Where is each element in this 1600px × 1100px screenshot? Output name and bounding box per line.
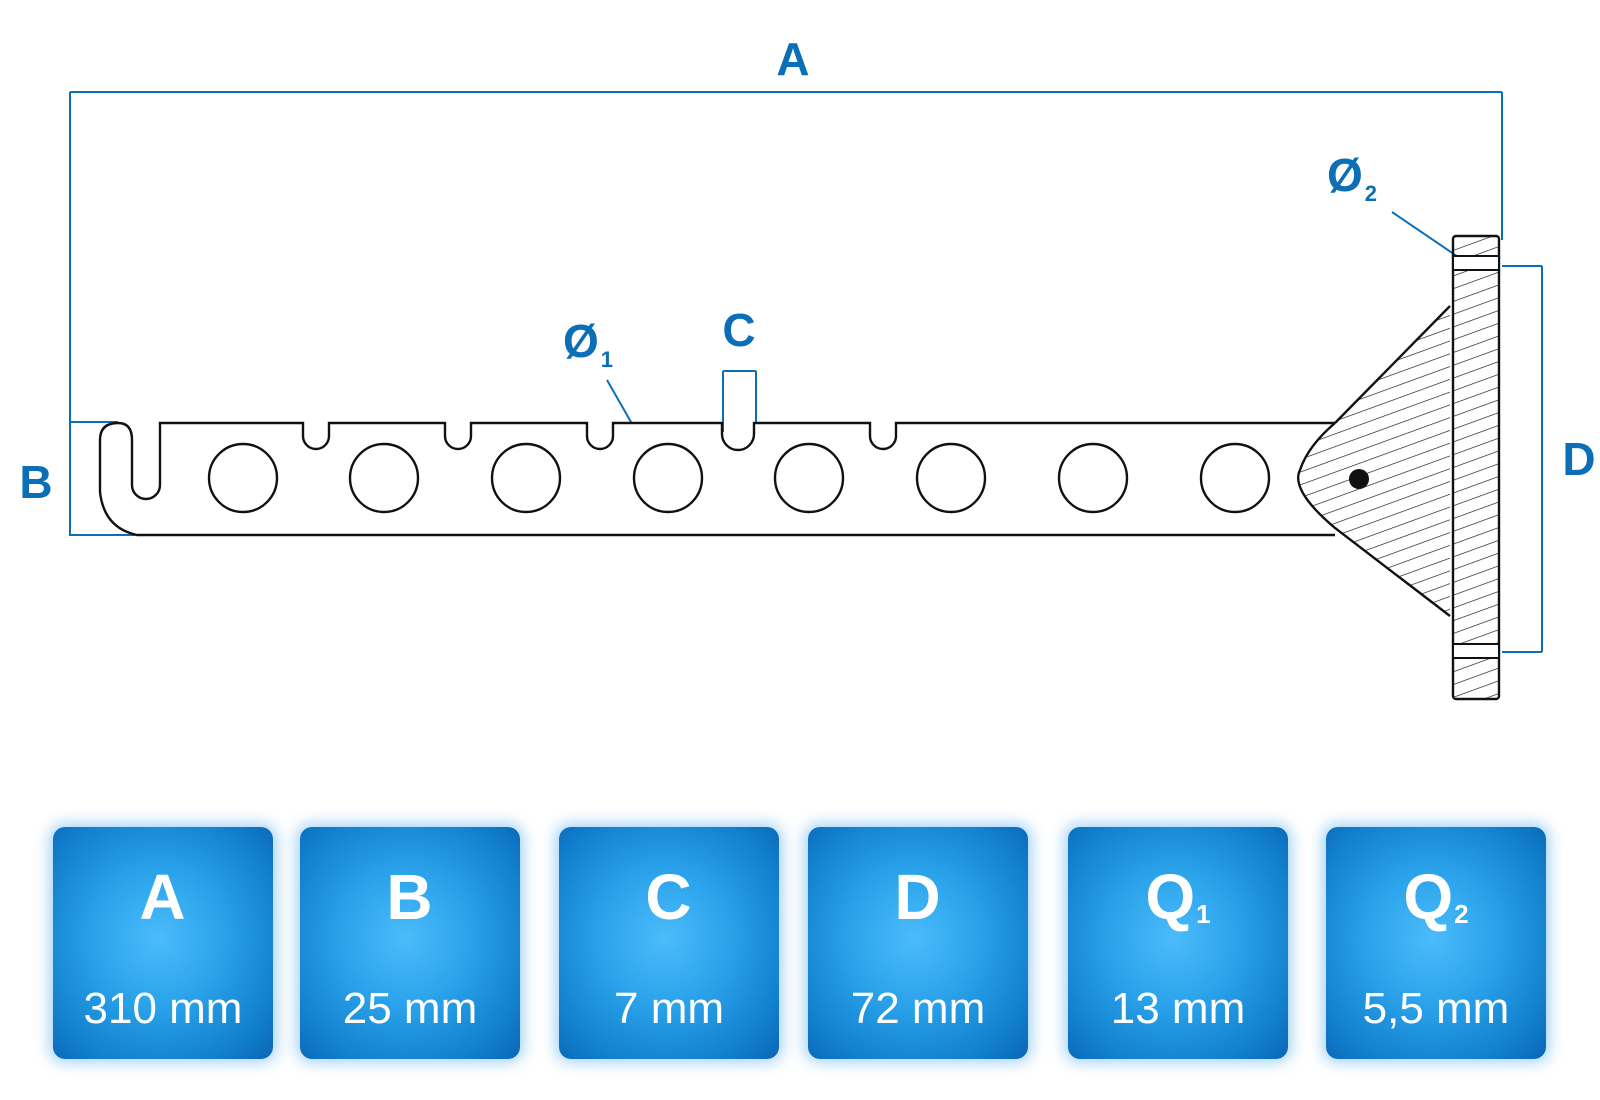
spec-letter: B bbox=[386, 861, 433, 933]
spec-card-d: D 72 mm bbox=[808, 827, 1028, 1059]
spec-value: 25 mm bbox=[342, 984, 478, 1033]
spec-letter: C bbox=[645, 861, 692, 933]
dimension-a-label: A bbox=[776, 33, 809, 85]
spec-letter: Q1 bbox=[1145, 861, 1211, 933]
dimension-c bbox=[722, 370, 757, 432]
spec-value: 310 mm bbox=[83, 984, 243, 1033]
bracket-arm bbox=[98, 421, 1335, 537]
spec-letter: D bbox=[894, 861, 941, 933]
spec-value: 7 mm bbox=[614, 984, 724, 1033]
arm-hole bbox=[207, 442, 279, 514]
dimension-d-label: D bbox=[1562, 433, 1595, 485]
arm-hole bbox=[632, 442, 704, 514]
bracket-technical-drawing: A B C D Ø1 Ø2 bbox=[19, 33, 1596, 701]
dimension-a bbox=[69, 91, 1503, 536]
spec-card-b: B 25 mm bbox=[300, 827, 520, 1059]
rivet-dot bbox=[1349, 469, 1369, 489]
dimension-c-label: C bbox=[722, 304, 755, 356]
spec-card-q1: Q1 13 mm bbox=[1068, 827, 1288, 1059]
hole-diameter-2-label: Ø2 bbox=[1327, 149, 1377, 206]
arm-hole bbox=[915, 442, 987, 514]
hole-diameter-1-label: Ø1 bbox=[563, 315, 613, 372]
arm-hole bbox=[773, 442, 845, 514]
bracket-cone bbox=[1297, 305, 1451, 617]
spec-card-a: A 310 mm bbox=[53, 827, 273, 1059]
base-plate-slot-bottom bbox=[1452, 643, 1500, 659]
arm-hole bbox=[348, 442, 420, 514]
arm-hole bbox=[1057, 442, 1129, 514]
bracket-holes bbox=[207, 442, 1271, 514]
dimension-d bbox=[1502, 265, 1543, 653]
base-plate-slot-top bbox=[1452, 255, 1500, 271]
spec-card-c: C 7 mm bbox=[559, 827, 779, 1059]
dimension-b bbox=[70, 421, 135, 536]
spec-value: 5,5 mm bbox=[1362, 984, 1510, 1033]
base-plate bbox=[1451, 234, 1501, 701]
dimension-b-label: B bbox=[19, 456, 52, 508]
specification-cards: A 310 mm B 25 mm C 7 mm D 72 mm Q1 13 mm… bbox=[0, 827, 1600, 1063]
spec-letter: Q2 bbox=[1403, 861, 1469, 933]
spec-card-q2: Q2 5,5 mm bbox=[1326, 827, 1546, 1059]
spec-letter: A bbox=[139, 861, 186, 933]
arm-hole bbox=[490, 442, 562, 514]
arm-hole bbox=[1199, 442, 1271, 514]
spec-value: 72 mm bbox=[850, 984, 986, 1033]
spec-value: 13 mm bbox=[1110, 984, 1246, 1033]
